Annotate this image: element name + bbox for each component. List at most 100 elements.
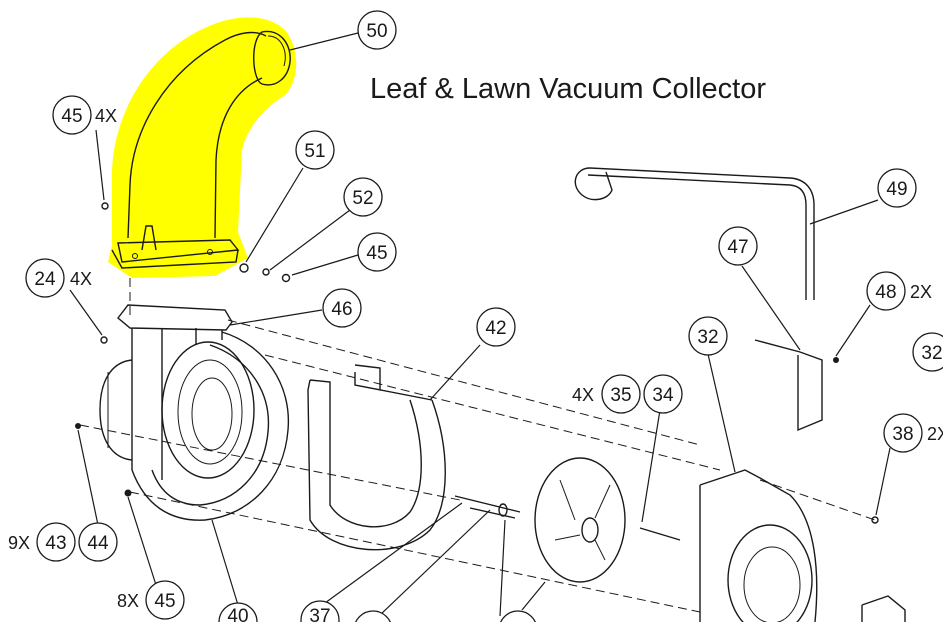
liner-outer — [307, 379, 446, 551]
plate-opening-inner — [743, 546, 801, 622]
svg-text:32: 32 — [921, 343, 942, 364]
alignment-line — [759, 479, 876, 521]
liner-tab — [354, 364, 381, 390]
alignment-lines — [79, 278, 876, 613]
callout-37: 37 — [300, 600, 340, 622]
bolt-45 — [281, 273, 291, 283]
svg-text:46: 46 — [331, 299, 352, 320]
callout-48: 48 2X — [866, 271, 932, 311]
callouts: 50 45 4X 51 52 45 24 4X 46 — [8, 10, 943, 622]
svg-text:9X: 9X — [8, 533, 30, 553]
callout-38: 38 2X — [883, 413, 943, 453]
alignment-line — [79, 424, 461, 501]
svg-text:50: 50 — [366, 21, 387, 42]
callout-43: 43 9X — [8, 522, 76, 562]
nut-48 — [833, 357, 839, 363]
callout-32: 32 — [688, 316, 728, 356]
callout-35: 35 4X — [572, 374, 641, 414]
callout-42: 42 — [476, 307, 516, 347]
svg-text:45: 45 — [366, 243, 387, 264]
rod-hook — [574, 167, 613, 201]
impeller — [454, 457, 626, 583]
callout-24: 24 4X — [25, 258, 92, 298]
callout-40: 40 — [218, 602, 258, 622]
plate-bracket — [754, 339, 823, 432]
callout-49: 49 — [877, 168, 917, 208]
callout-32-edge: 32 — [912, 332, 943, 372]
scroll-liner — [307, 364, 446, 551]
housing-inlet-ring-2 — [177, 359, 243, 465]
nut-52 — [262, 268, 270, 276]
bolt-45-upper — [101, 202, 109, 210]
svg-text:40: 40 — [227, 606, 248, 622]
svg-text:47: 47 — [727, 237, 748, 258]
callout-47: 47 — [718, 226, 758, 266]
chute-mouth — [253, 30, 291, 86]
svg-text:24: 24 — [34, 269, 56, 290]
svg-text:32: 32 — [697, 327, 718, 348]
svg-text:44: 44 — [87, 533, 109, 554]
svg-text:48: 48 — [875, 282, 896, 303]
bolt-24 — [100, 336, 108, 344]
alignment-line — [264, 354, 721, 471]
handle-rod — [574, 167, 815, 300]
chute-bolt-hole — [207, 249, 213, 255]
mounting-plate — [699, 339, 906, 622]
impeller-blade — [559, 479, 576, 521]
callout-partial — [500, 610, 536, 622]
callout-50: 50 — [357, 10, 397, 50]
impeller-disc — [534, 457, 626, 583]
svg-text:8X: 8X — [117, 591, 139, 611]
callout-46: 46 — [322, 288, 362, 328]
liner-inner — [329, 390, 422, 528]
svg-text:4X: 4X — [70, 269, 92, 289]
impeller-blade — [554, 534, 581, 541]
impeller-hub — [581, 517, 599, 543]
blower-housing — [99, 304, 290, 521]
impeller-blade — [594, 539, 606, 561]
callout-partial — [355, 610, 391, 622]
chute-inner-outline — [214, 77, 263, 239]
bolt-38 — [871, 516, 879, 524]
svg-text:2X: 2X — [927, 424, 943, 444]
housing-inlet-ring — [161, 341, 255, 479]
svg-text:2X: 2X — [910, 282, 932, 302]
callout-45-mid: 45 — [357, 232, 397, 272]
washer-51 — [239, 263, 249, 273]
svg-text:52: 52 — [352, 188, 373, 209]
liner-top-edge — [309, 372, 433, 401]
nut-43 — [75, 423, 81, 429]
impeller-shaft — [454, 495, 521, 519]
chute-mouth-ring — [267, 35, 286, 67]
plate-corner-part — [861, 595, 906, 622]
leader-lines — [69, 32, 891, 617]
housing-outlet-left — [131, 328, 163, 480]
svg-text:4X: 4X — [572, 385, 594, 405]
diagram-title: Leaf & Lawn Vacuum Collector — [370, 73, 766, 105]
housing-scroll-outer — [131, 331, 290, 521]
chute-outline — [127, 31, 267, 239]
alignment-line — [227, 319, 701, 446]
svg-text:49: 49 — [886, 179, 907, 200]
housing-side-plate — [99, 359, 133, 461]
plate-outline — [699, 469, 818, 622]
callout-51: 51 — [295, 130, 335, 170]
plate-opening — [727, 524, 813, 622]
chute-clamp — [141, 225, 157, 251]
svg-text:38: 38 — [892, 424, 913, 445]
chute-bolt-hole — [132, 253, 138, 259]
callout-44: 44 — [78, 522, 118, 562]
rod-outline — [587, 174, 807, 300]
svg-text:4X: 4X — [95, 106, 117, 126]
callout-34: 34 — [643, 374, 683, 414]
callout-45-top: 45 4X — [52, 95, 117, 135]
highlighted-elbow-chute — [108, 17, 297, 278]
impeller-washer — [498, 503, 508, 517]
impeller-blade — [594, 484, 611, 519]
hardware — [75, 202, 879, 541]
chute-flange-base — [111, 249, 239, 269]
svg-text:45: 45 — [154, 591, 175, 612]
svg-text:45: 45 — [61, 106, 82, 127]
housing-outlet-right — [195, 328, 223, 345]
